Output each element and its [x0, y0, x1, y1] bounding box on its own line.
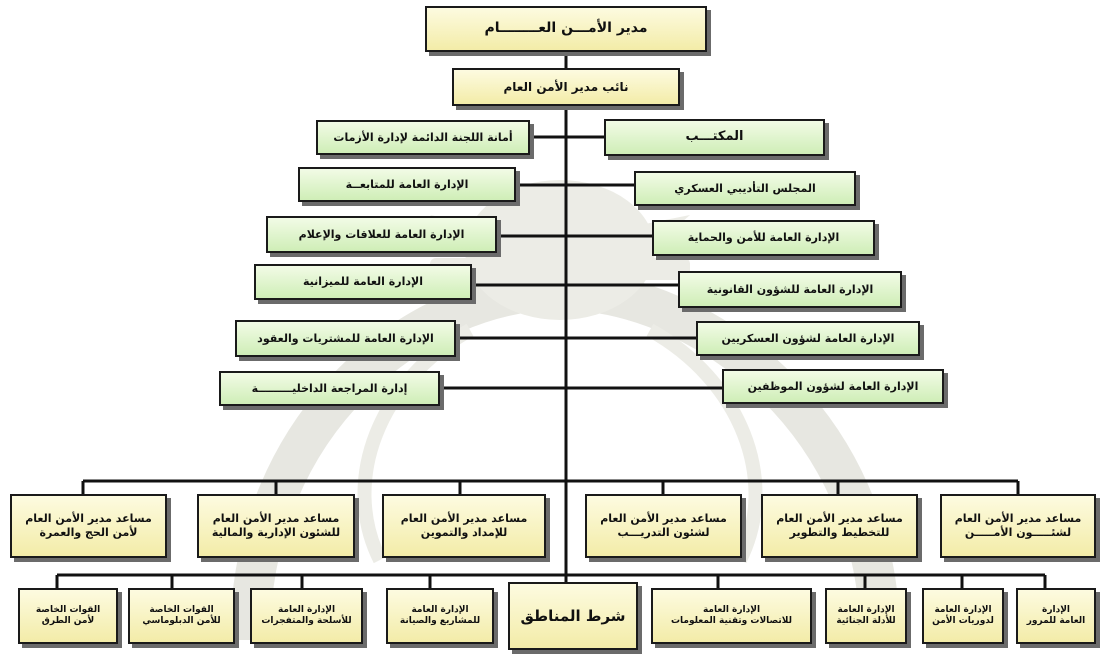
follow-up-box: الإدارة العامة للمتابعــة — [298, 167, 516, 202]
road-security-box: القوات الخاصة لأمن الطرق — [18, 588, 118, 644]
box-label: مساعد مدير الأمن العام لشئـــــون الأمــ… — [954, 512, 1082, 539]
box-label: أمانة اللجنة الدائمة لإدارة الأزمات — [333, 130, 513, 144]
box-label: مساعد مدير الأمن العام للشئون الإدارية و… — [211, 512, 341, 539]
box-label: الإدارة العامة للمتابعــة — [345, 177, 469, 191]
box-label: مساعد مدير الأمن العام للإمداد والتموين — [400, 512, 528, 539]
box-label: إدارة المراجعة الداخليـــــــــة — [251, 381, 408, 395]
box-label: القوات الخاصة للأمن الدبلوماسي — [142, 604, 221, 626]
criminal-evidence-box: الإدارة العامة للأدلة الجنائية — [825, 588, 907, 644]
box-label: المجلس التأديبي العسكري — [674, 181, 816, 195]
assistant-training-box: مساعد مدير الأمن العام لشئون التدريـــب — [585, 494, 742, 558]
box-label: الإدارة العامة للأسلحة والمتفجرات — [261, 604, 352, 626]
diplomatic-security-box: القوات الخاصة للأمن الدبلوماسي — [128, 588, 235, 644]
deputy-director-box: نائب مدير الأمن العام — [452, 68, 680, 106]
box-label: الإدارة العامة للاتصالات وتقنية المعلوما… — [671, 604, 792, 626]
traffic-box: الإدارة العامة للمرور — [1016, 588, 1096, 644]
legal-affairs-box: الإدارة العامة للشؤون القانونية — [678, 271, 902, 308]
box-label: مساعد مدير الأمن العام لشئون التدريـــب — [600, 512, 727, 539]
box-label: الإدارة العامة للأمن والحماية — [687, 231, 840, 245]
relations-media-box: الإدارة العامة للعلاقات والإعلام — [266, 216, 497, 253]
box-label: الإدارة العامة للشؤون القانونية — [706, 282, 874, 296]
box-label: الإدارة العامة للعلاقات والإعلام — [298, 227, 465, 241]
security-protection-box: الإدارة العامة للأمن والحماية — [652, 220, 875, 256]
internal-audit-box: إدارة المراجعة الداخليـــــــــة — [219, 371, 440, 406]
regional-police-box: شرط المناطق — [508, 582, 638, 650]
box-label: الإدارة العامة للأدلة الجنائية — [836, 604, 896, 626]
box-label: الإدارة العامة لدوريات الأمن — [932, 604, 994, 626]
military-affairs-box: الإدارة العامة لشؤون العسكريين — [696, 321, 920, 356]
box-label: مساعد مدير الأمن العام للتخطيط والتطوير — [776, 512, 903, 539]
box-label: الإدارة العامة للمرور — [1026, 604, 1086, 626]
box-label: الإدارة العامة للميزانية — [303, 275, 423, 289]
box-label: شرط المناطق — [520, 606, 626, 625]
director-general-label: مدير الأمـــن العــــــــام — [484, 20, 648, 37]
box-label: الإدارة العامة للمشتريات والعقود — [257, 331, 434, 345]
assistant-admin-finance-box: مساعد مدير الأمن العام للشئون الإدارية و… — [197, 494, 355, 558]
assistant-security-affairs-box: مساعد مدير الأمن العام لشئـــــون الأمــ… — [940, 494, 1096, 558]
office-label: المكتـــب — [685, 129, 744, 145]
military-disciplinary-council-box: المجلس التأديبي العسكري — [634, 171, 856, 206]
office-box: المكتـــب — [604, 119, 825, 156]
weapons-explosives-box: الإدارة العامة للأسلحة والمتفجرات — [250, 588, 363, 644]
box-label: الإدارة العامة لشؤون الموظفين — [747, 379, 919, 393]
communications-it-box: الإدارة العامة للاتصالات وتقنية المعلوما… — [651, 588, 812, 644]
box-label: الإدارة العامة لشؤون العسكريين — [721, 331, 895, 345]
box-label: الإدارة العامة للمشاريع والصيانة — [399, 604, 481, 626]
deputy-director-label: نائب مدير الأمن العام — [503, 79, 629, 94]
box-label: القوات الخاصة لأمن الطرق — [35, 604, 101, 626]
security-patrols-box: الإدارة العامة لدوريات الأمن — [922, 588, 1004, 644]
assistant-supply-box: مساعد مدير الأمن العام للإمداد والتموين — [382, 494, 546, 558]
director-general-box: مدير الأمـــن العــــــــام — [425, 6, 707, 52]
personnel-affairs-box: الإدارة العامة لشؤون الموظفين — [722, 369, 944, 404]
assistant-hajj-umrah-box: مساعد مدير الأمن العام لأمن الحج والعمرة — [10, 494, 167, 558]
box-label: مساعد مدير الأمن العام لأمن الحج والعمرة — [25, 512, 152, 539]
assistant-planning-box: مساعد مدير الأمن العام للتخطيط والتطوير — [761, 494, 918, 558]
procurement-contracts-box: الإدارة العامة للمشتريات والعقود — [235, 320, 456, 357]
budget-box: الإدارة العامة للميزانية — [254, 264, 472, 300]
crisis-committee-box: أمانة اللجنة الدائمة لإدارة الأزمات — [316, 120, 530, 155]
projects-maintenance-box: الإدارة العامة للمشاريع والصيانة — [386, 588, 494, 644]
